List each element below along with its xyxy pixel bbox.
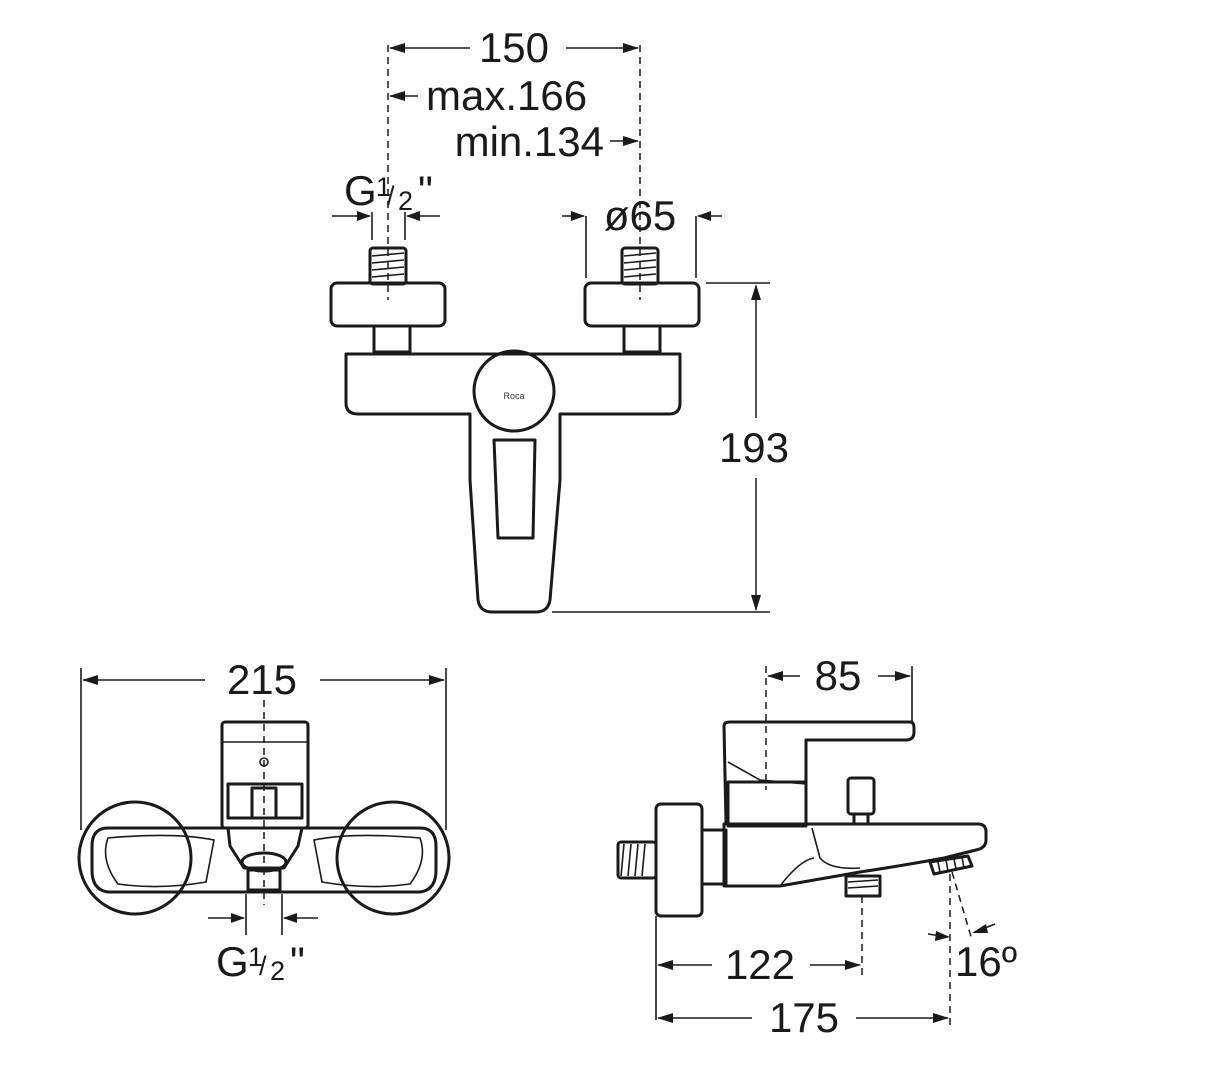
thread-num: 1 bbox=[376, 172, 391, 202]
thread-quote-top: " bbox=[290, 938, 305, 985]
thread-label-top: G 1 / 2 " bbox=[208, 894, 318, 986]
thread-den-top: 2 bbox=[270, 956, 285, 986]
spout-aerator bbox=[928, 854, 974, 876]
dim-175-label: 175 bbox=[769, 994, 839, 1041]
thread-quote: " bbox=[418, 167, 433, 214]
thread-num-top: 1 bbox=[248, 942, 263, 972]
right-connector bbox=[622, 324, 662, 354]
left-inner-contour bbox=[104, 834, 215, 888]
side-connector bbox=[700, 828, 728, 886]
thread-g-letter-top: G bbox=[216, 938, 249, 985]
thread-slash: / bbox=[387, 181, 395, 211]
thread-g-letter: G bbox=[344, 167, 377, 214]
side-lever bbox=[722, 720, 916, 826]
dim-193-label: 193 bbox=[719, 424, 789, 471]
bottom-outlet bbox=[844, 874, 882, 898]
diverter-knob bbox=[846, 776, 876, 816]
dim-215-label: 215 bbox=[227, 656, 297, 703]
side-escutcheon bbox=[654, 802, 704, 918]
cartridge-disc bbox=[472, 349, 556, 433]
dim-193: 193 bbox=[552, 282, 789, 613]
dim-max-label: max.166 bbox=[426, 72, 587, 119]
thread-den: 2 bbox=[398, 186, 413, 216]
top-body-bar bbox=[90, 826, 438, 894]
lever-housing bbox=[220, 720, 310, 830]
thread-label-front: G 1 / 2 " bbox=[332, 167, 440, 240]
side-inlet-thread bbox=[616, 840, 658, 880]
dim-max: max.166 bbox=[389, 72, 587, 119]
dim-diameter-label: ø65 bbox=[604, 192, 676, 239]
side-view: 85 122 bbox=[616, 652, 1017, 1041]
right-inner-contour bbox=[313, 834, 424, 888]
lever-slot bbox=[492, 438, 537, 540]
dim-angle: 16º bbox=[927, 871, 1017, 985]
right-escutcheon bbox=[583, 281, 701, 328]
dim-150: 150 bbox=[389, 24, 639, 71]
top-view: 215 G 1 / 2 " bbox=[77, 656, 451, 986]
side-cartridge bbox=[726, 780, 808, 828]
side-spout-body bbox=[722, 822, 988, 888]
dim-diameter: ø65 bbox=[562, 192, 722, 278]
front-view: 150 max.166 min.134 G 1 / 2 " bbox=[329, 24, 789, 614]
dim-angle-label: 16º bbox=[955, 938, 1017, 985]
dim-min-label: min.134 bbox=[455, 118, 604, 165]
dim-150-label: 150 bbox=[479, 24, 549, 71]
right-knob bbox=[335, 800, 451, 916]
dim-min: min.134 bbox=[455, 118, 639, 165]
dim-122-label: 122 bbox=[725, 941, 795, 988]
brand-logo: Roca bbox=[503, 391, 524, 401]
left-knob bbox=[77, 800, 193, 916]
dim-85-label: 85 bbox=[815, 652, 862, 699]
mixer-body bbox=[344, 352, 682, 614]
left-connector bbox=[372, 324, 412, 354]
thread-slash-top: / bbox=[259, 951, 267, 981]
top-outlet bbox=[226, 826, 304, 870]
